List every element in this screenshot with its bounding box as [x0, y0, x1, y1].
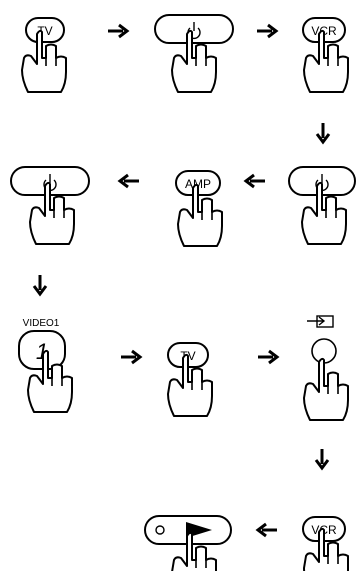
record-dot-icon	[156, 526, 164, 534]
arrow-left-icon	[258, 524, 277, 536]
step-input-select	[304, 316, 348, 420]
arrow-right-icon	[108, 25, 127, 37]
hand-icon	[304, 359, 348, 420]
step-vcr-1: VCR	[303, 18, 348, 92]
input-icon	[307, 316, 333, 327]
step-power-3	[11, 167, 89, 244]
arrow-right-icon	[258, 351, 277, 363]
arrow-left-icon	[246, 175, 265, 187]
step-video1: VIDEO1 1	[19, 318, 72, 412]
step-tv-1: TV	[22, 18, 66, 92]
video1-label: VIDEO1	[23, 318, 60, 329]
arrow-right-icon	[257, 25, 276, 37]
step-play	[145, 516, 231, 571]
arrow-right-icon	[121, 351, 140, 363]
step-vcr-2: VCR	[303, 517, 348, 571]
step-tv-2: TV	[168, 343, 212, 416]
step-power-2	[289, 167, 355, 244]
arrow-left-icon	[120, 175, 139, 187]
arrow-down-icon	[316, 449, 328, 468]
arrow-down-icon	[317, 123, 329, 142]
step-amp: AMP	[176, 171, 222, 246]
arrow-down-icon	[34, 275, 46, 294]
step-power-1	[155, 15, 233, 92]
